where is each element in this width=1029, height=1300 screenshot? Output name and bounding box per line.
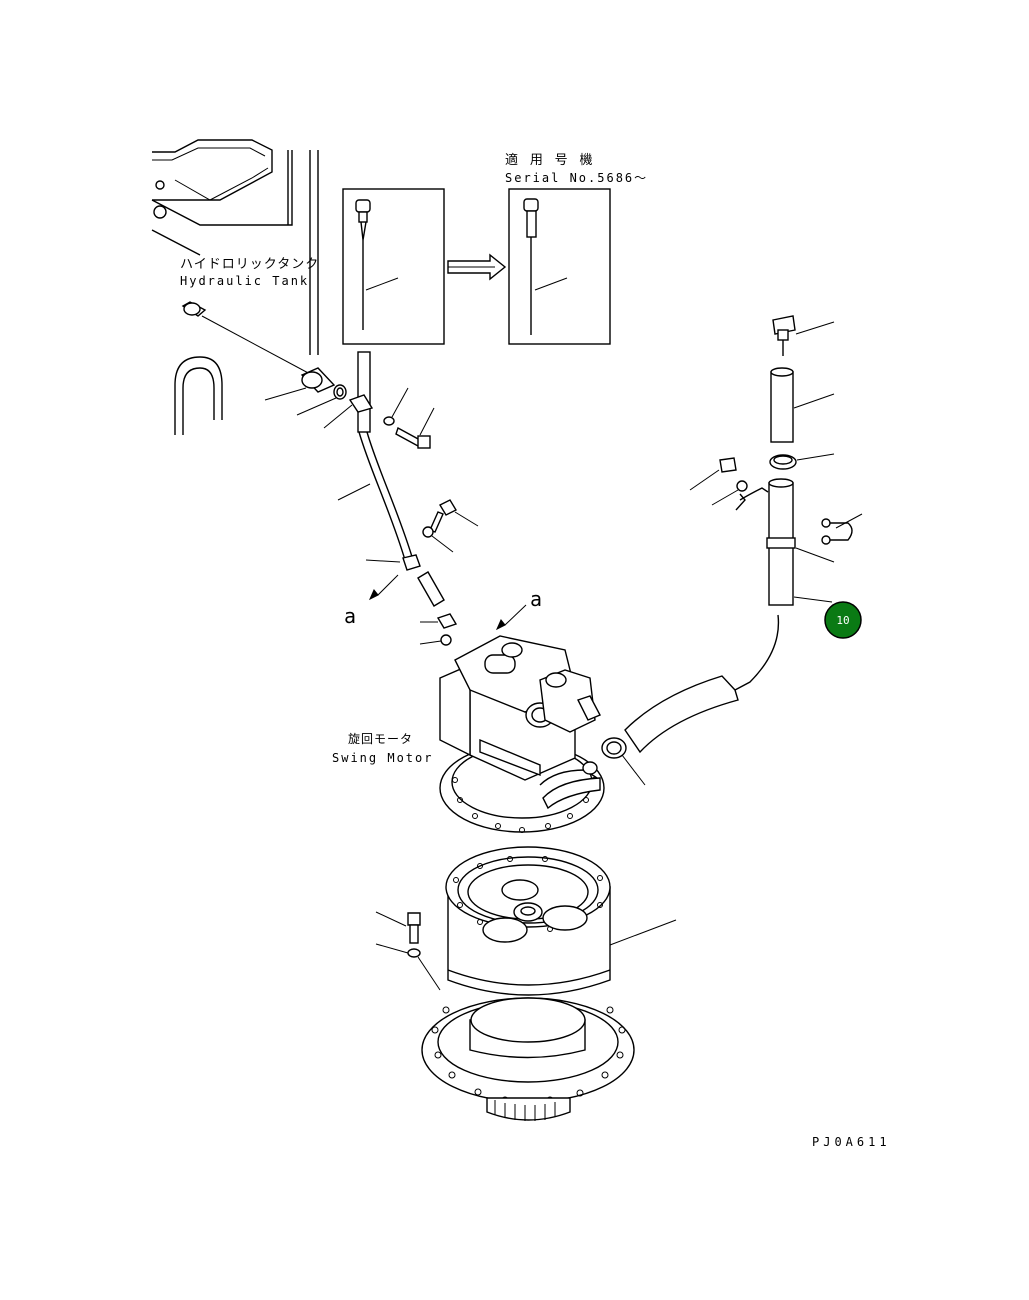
- hydraulic-tank: [151, 139, 319, 435]
- filled-circle-icon[interactable]: [824, 601, 862, 639]
- drain-hose: [337, 431, 527, 646]
- tank-fittings: [181, 301, 435, 449]
- callout-10[interactable]: 10: [824, 601, 862, 639]
- swing-machinery: [375, 846, 677, 1121]
- callout-number[interactable]: 10: [836, 614, 849, 627]
- right-hose-assembly: [601, 315, 863, 786]
- serial-label-en: Serial No.5686～: [505, 171, 648, 185]
- double-outline-arrow-right-icon: [447, 253, 507, 281]
- dipstick-new-box: [508, 188, 611, 345]
- tank-label-jp: ハイドロリックタンク: [180, 257, 319, 272]
- motor-label-en: Swing Motor: [332, 751, 433, 765]
- serial-label-jp: 適 用 号 機: [505, 152, 594, 168]
- dipstick-old-box: [342, 188, 445, 345]
- tank-label-en: Hydraulic Tank: [180, 274, 309, 288]
- view-label-a-right: a: [530, 587, 542, 611]
- motor-label-jp: 旋回モータ: [348, 732, 413, 746]
- view-label-a-left: a: [344, 604, 356, 628]
- swing-motor: [439, 635, 605, 833]
- drawing-code: PJ0A611: [812, 1135, 891, 1149]
